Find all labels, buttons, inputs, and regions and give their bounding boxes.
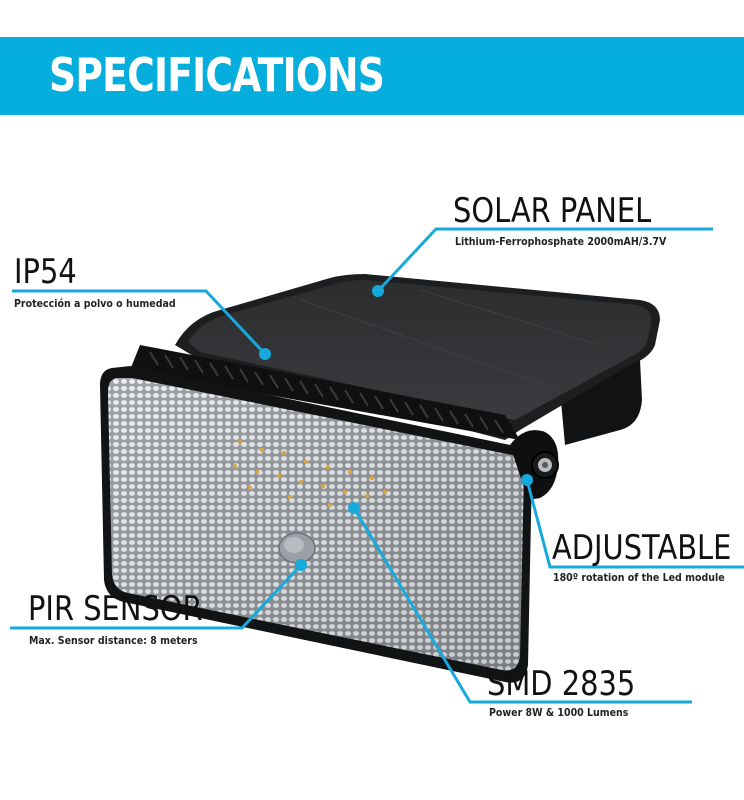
header-banner: SPECIFICATIONS	[0, 37, 744, 115]
ip54-dot	[259, 348, 271, 360]
mounting-bracket	[560, 360, 642, 445]
adjustable-title: ADJUSTABLE	[552, 528, 732, 568]
callout-leader-lines	[10, 227, 744, 704]
led-housing	[100, 366, 532, 683]
smd-title: SMD 2835	[487, 664, 636, 704]
solar-panel-title: SOLAR PANEL	[453, 191, 652, 231]
pir-sensor-leader	[10, 563, 303, 630]
ip54-title: IP54	[14, 252, 77, 292]
solar-panel-subtitle: Lithium-Ferrophosphate 2000mAH/3.7V	[455, 235, 667, 248]
solar-panel-dot	[372, 285, 384, 297]
page-title: SPECIFICATIONS	[49, 48, 385, 102]
solar-panel-leader	[376, 227, 713, 293]
adjustable-subtitle: 180º rotation of the Led module	[553, 571, 725, 584]
smd-leader	[352, 507, 692, 704]
solar-panel-top	[175, 274, 660, 440]
smd-dot	[348, 502, 360, 514]
callout-dots	[259, 285, 533, 571]
hinge-knob	[510, 430, 559, 500]
pir-sensor-dome	[278, 532, 316, 564]
pir-sensor-dot	[295, 559, 307, 571]
ip54-subtitle: Protección a polvo o humedad	[14, 297, 176, 310]
adjustable-leader	[525, 479, 744, 569]
pir-sensor-title: PIR SENSOR	[28, 589, 203, 629]
heat-sink-fins	[130, 345, 520, 440]
smd-subtitle: Power 8W & 1000 Lumens	[489, 706, 629, 719]
adjustable-dot	[521, 474, 533, 486]
pir-sensor-subtitle: Max. Sensor distance: 8 meters	[29, 634, 198, 647]
ip54-leader	[12, 289, 267, 356]
led-chips	[232, 439, 388, 508]
